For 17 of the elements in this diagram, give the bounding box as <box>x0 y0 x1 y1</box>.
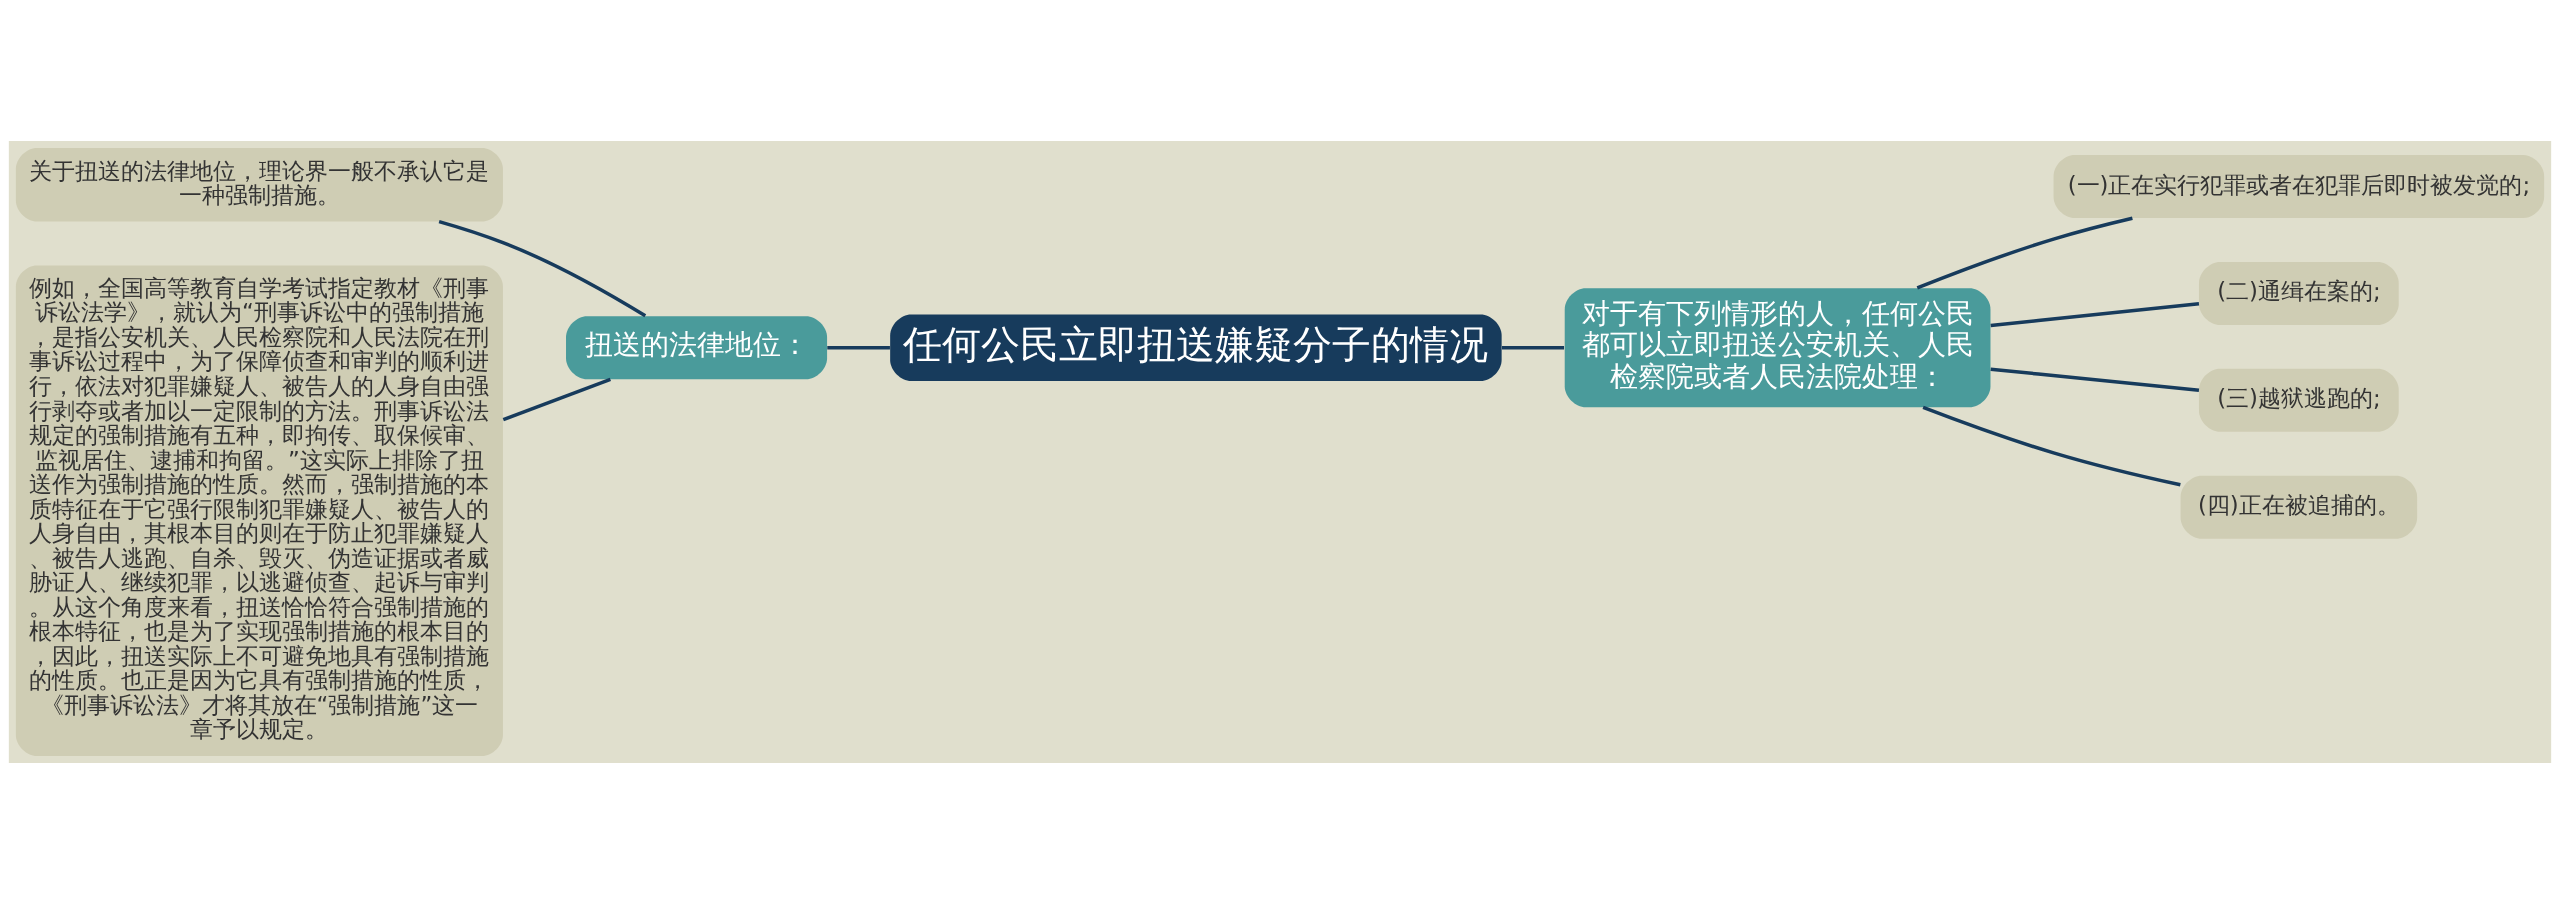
connector <box>1922 405 2181 487</box>
node-box: (二)通缉在案的; <box>2199 261 2399 325</box>
node-box: 对于有下列情形的人，任何公民都可以立即扭送公安机关、人民检察院或者人民法院处理： <box>1564 288 1991 408</box>
node-box: (一)正在实行犯罪或者在犯罪后即时被发觉的; <box>2053 155 2545 219</box>
node-box: (四)正在被追捕的。 <box>2180 475 2418 539</box>
node-box: 例如，全国高等教育自学考试指定教材《刑事诉讼法学》，就认为“刑事诉讼中的强制措施，是指公安机关、人民检察院和人民法院在刑事诉讼过程中，为了保障侦查和审判的顺利进行，依法对犯罪嫌疑人、被告人的人身自由强行剥夺或者加以一定限制的方法。刑事诉讼法规定的强制措施有五种，即拘传、取保候审、监视居住、逮捕和拘留。”这实际上排除了扭送作为强制措施的性质。然而，强制措施的本质特征在于它强行限制犯罪嫌疑人、被告人的人身自由，其根本目的则在于防止犯罪嫌疑人、被告人逃跑、自杀、毁灭、伪造证据或者威胁证人、继续犯罪，以逃避侦查、起诉与审判。从这个角度来看，扭送恰恰符合强制措施的根本特征，也是为了实现强制措施的根本目的，因此，扭送实际上不可避免地具有强制措施的性质。也正是因为它具有强制措施的性质，《刑事诉讼法》才将其放在“强制措施”这一章予以规定。 <box>15 265 503 756</box>
node-box: 关于扭送的法律地位，理论界一般不承认它是一种强制措施。 <box>15 148 503 222</box>
connector <box>827 346 890 350</box>
connector <box>1916 216 2133 290</box>
connector <box>438 219 647 318</box>
connector <box>1990 302 2200 328</box>
node-box: 任何公民立即扭送嫌疑分子的情况 <box>890 314 1502 382</box>
node-box: 扭送的法律地位： <box>566 316 828 380</box>
connector <box>1990 367 2200 393</box>
connector <box>1502 346 1565 350</box>
node-box: (三)越狱逃跑的; <box>2199 368 2399 432</box>
connector <box>502 377 612 422</box>
